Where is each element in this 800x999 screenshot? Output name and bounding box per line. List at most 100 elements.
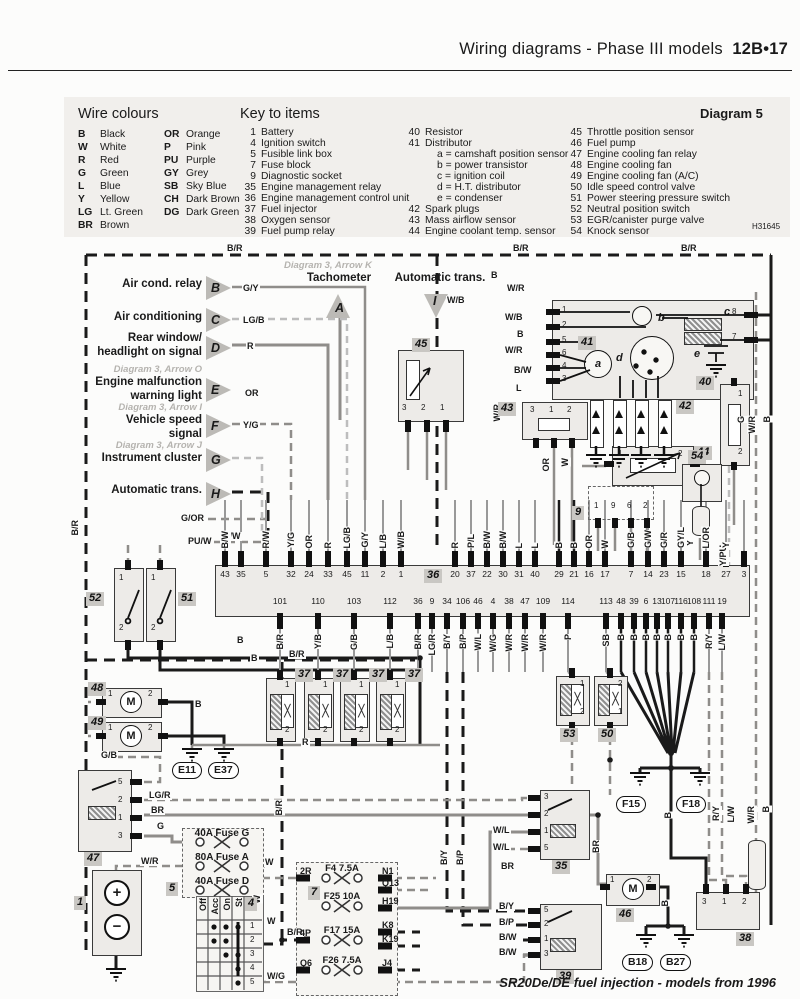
wire-label: LG/B — [242, 315, 266, 325]
wire-label: B — [616, 634, 627, 641]
pin-number: 5 — [118, 777, 123, 786]
wire-label: P/L — [466, 533, 477, 548]
sensor-symbols — [409, 367, 702, 506]
name: Pink — [186, 142, 207, 153]
ecu-stubs-black — [557, 500, 696, 672]
ecu-pin: 40 — [530, 569, 540, 579]
wire-label: B — [194, 699, 203, 709]
pin-number: 2 — [148, 723, 153, 732]
item: Fuel injector — [261, 204, 318, 215]
wire-label: B — [663, 812, 674, 819]
ecu-pin: 6 — [643, 596, 649, 606]
ecu-pin: 15 — [676, 569, 686, 579]
pin-number: 1 — [562, 305, 567, 314]
header-rule — [8, 70, 792, 71]
name: Dark Brown — [186, 194, 240, 205]
wire-label: G/W — [643, 530, 654, 548]
wire-label: B/R — [226, 243, 244, 253]
num: 42 — [408, 204, 420, 215]
ecu-pin: 47 — [520, 596, 530, 606]
wire-label: G — [736, 416, 747, 424]
num: 52 — [570, 204, 582, 215]
wire-label: W — [560, 458, 571, 467]
wire-label: B — [236, 635, 245, 645]
pin-number: 2 — [544, 809, 549, 818]
switch-position: On — [222, 898, 232, 911]
header-title: Wiring diagrams - Phase III models — [459, 40, 723, 58]
ecu-pin: 33 — [323, 569, 333, 579]
wire-label: B/R — [274, 800, 285, 816]
automatic-trans-label: Automatic trans. — [394, 272, 486, 284]
part-letter-d: d — [616, 352, 623, 364]
wire-label: LG/R — [148, 790, 172, 800]
component-number: 43 — [498, 402, 517, 416]
line1: Engine malfunction — [95, 376, 202, 388]
connector-arrow-icon — [206, 336, 231, 360]
wire-label: OR — [304, 534, 315, 548]
ecu-pin: 113 — [599, 596, 613, 606]
ignition-contact-dots — [211, 924, 241, 986]
component-number: 37 — [405, 668, 424, 682]
wire-label: L — [530, 542, 541, 548]
name: Yellow — [100, 194, 130, 205]
wire-label: BR — [150, 805, 165, 815]
wire-label: B — [761, 806, 772, 813]
num: 35 — [244, 182, 256, 193]
wire-label: W/B — [396, 530, 407, 548]
pin-number: 5 — [544, 905, 549, 914]
component-number: 37 — [333, 668, 352, 682]
code: GY — [164, 168, 179, 179]
num: 38 — [244, 215, 256, 226]
component-number: 53 — [560, 728, 579, 742]
wire-label: W/R — [504, 345, 524, 355]
item: Power steering pressure switch — [587, 193, 731, 204]
valve-icon — [571, 684, 584, 714]
terminal-number: 3 — [250, 949, 255, 958]
num: 47 — [570, 149, 582, 160]
diagram-ref-note: Diagram 3, Arrow K — [284, 260, 372, 271]
diagram-ref-note: Diagram 3, Arrow O — [113, 364, 202, 375]
code: P — [164, 142, 171, 153]
item: Battery — [261, 127, 294, 138]
pin-number: 1 — [594, 501, 599, 510]
component-number: 41 — [578, 336, 597, 350]
wire-label: R — [301, 737, 310, 747]
fuse-label: 80A Fuse A — [195, 852, 249, 863]
part-letter-e: e — [694, 348, 701, 360]
arrow-letter: G — [211, 453, 221, 467]
pin-number: 2 — [580, 707, 585, 716]
distributor-internals — [559, 311, 744, 398]
resistor-icon — [406, 360, 420, 400]
ecu-pin: 11 — [360, 569, 370, 579]
pin-number: 1 — [285, 680, 290, 689]
connector-ticks — [96, 309, 758, 958]
name: Green — [100, 168, 129, 179]
terminal-label: Q13 — [382, 878, 400, 888]
arrow-letter: B — [211, 281, 221, 295]
external-label-air-conditioning: Air conditioning — [113, 311, 202, 323]
name: Lt. Green — [100, 207, 143, 218]
ground-point: B18 — [622, 954, 654, 971]
ecu-pin: 17 — [600, 569, 610, 579]
pin-number: 1 — [108, 689, 113, 698]
wire-label: G/B — [349, 634, 360, 651]
wire-label: PU/W — [187, 536, 213, 546]
wire-label: R/W — [261, 530, 272, 548]
component-number: 52 — [86, 592, 105, 606]
relay-coil-icon — [88, 806, 116, 820]
item: Engine management relay — [261, 182, 382, 193]
name: Sky Blue — [186, 181, 227, 192]
ground-icon — [609, 454, 629, 468]
pin-number: 1 — [544, 934, 549, 943]
num: 1 — [250, 127, 256, 138]
wire-label: W — [600, 539, 611, 548]
